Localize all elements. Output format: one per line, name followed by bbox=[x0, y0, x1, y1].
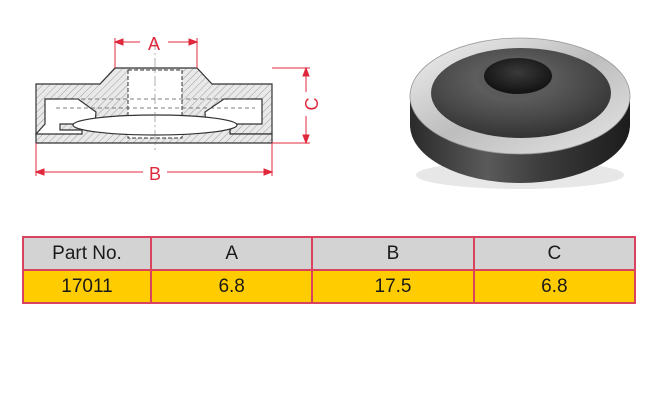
header-a: A bbox=[149, 236, 314, 271]
header-c: C bbox=[472, 236, 637, 271]
cross-section-drawing bbox=[35, 40, 273, 150]
table-header-row: Part No. A B C bbox=[22, 236, 637, 271]
technical-drawing: A B C bbox=[34, 34, 631, 189]
part-3d-rendering bbox=[409, 37, 631, 189]
cell-a: 6.8 bbox=[149, 269, 314, 304]
header-part-no: Part No. bbox=[22, 236, 152, 271]
dimension-lines bbox=[34, 38, 310, 176]
cell-b: 17.5 bbox=[311, 269, 475, 304]
part-spec-table: Part No. A B C 17011 6.8 17.5 6.8 bbox=[22, 236, 637, 304]
dimension-label-b: B bbox=[149, 164, 161, 184]
table-row: 17011 6.8 17.5 6.8 bbox=[22, 269, 637, 304]
cell-part-no: 17011 bbox=[22, 269, 152, 304]
cell-c: 6.8 bbox=[472, 269, 637, 304]
dimension-label-a: A bbox=[148, 34, 160, 54]
dimension-label-c: C bbox=[302, 98, 322, 111]
header-b: B bbox=[311, 236, 475, 271]
